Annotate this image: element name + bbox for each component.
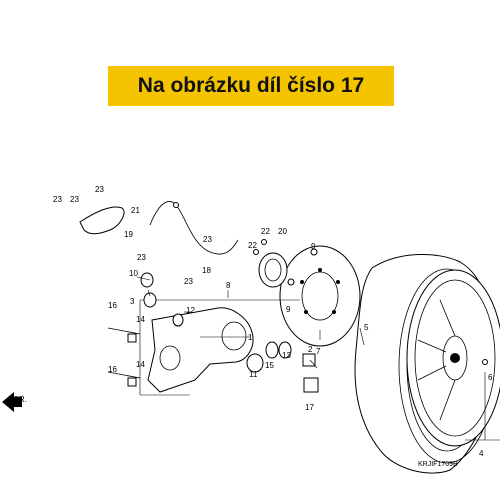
- bearing-3: [143, 292, 157, 308]
- label-22a: 22: [261, 227, 270, 236]
- pulser-ring: [258, 252, 288, 288]
- cable-clamp: [79, 206, 125, 235]
- label-23b: 23: [53, 195, 62, 204]
- label-18: 18: [202, 266, 211, 275]
- label-14a: 14: [136, 315, 145, 324]
- label-19: 19: [124, 230, 133, 239]
- label-20: 20: [278, 227, 287, 236]
- collar-2: [302, 353, 316, 367]
- label-11: 11: [249, 370, 258, 379]
- banner-text: Na obrázku díl číslo 17: [137, 74, 365, 97]
- collar-13: [278, 341, 292, 359]
- label-9b: 9: [311, 242, 316, 251]
- swing-arm: [139, 299, 300, 396]
- bolt-9a: [287, 278, 295, 286]
- label-21: 21: [131, 206, 140, 215]
- label-14b: 14: [136, 360, 145, 369]
- label-9a: 9: [286, 305, 291, 314]
- speed-sensor-cable: [149, 201, 239, 255]
- bolt-12: [172, 313, 184, 327]
- label-1: 1: [248, 333, 253, 342]
- front-direction-arrow: FR.: [2, 392, 27, 412]
- label-7: 7: [316, 347, 321, 356]
- label-8: 8: [226, 281, 231, 290]
- label-16a: 16: [108, 301, 117, 310]
- label-23d: 23: [203, 235, 212, 244]
- label-23e: 23: [137, 253, 146, 262]
- bolt-9b: [310, 248, 318, 256]
- label-2: 2: [308, 345, 313, 354]
- bearing-11: [246, 353, 264, 373]
- label-23a: 23: [95, 185, 104, 194]
- label-3: 3: [130, 297, 135, 306]
- label-16b: 16: [108, 365, 117, 374]
- leader-lines: [136, 276, 500, 441]
- brake-disc: [279, 245, 361, 347]
- nut-6: [482, 359, 488, 365]
- label-10: 10: [129, 269, 138, 278]
- nut-14a: [127, 333, 137, 343]
- small-parts: [107, 239, 488, 393]
- label-23c: 23: [70, 195, 79, 204]
- label-23f: 23: [184, 277, 193, 286]
- rear-wheel-rim: [406, 269, 500, 447]
- label-4: 4: [479, 449, 484, 458]
- bolt-22b: [261, 239, 267, 245]
- label-17: 17: [305, 403, 314, 412]
- nut-14b: [127, 377, 137, 387]
- label-22b: 22: [248, 241, 257, 250]
- label-13: 13: [282, 351, 291, 360]
- diagram-code: KRJIF1709B: [418, 461, 458, 468]
- front-marker-text: FR.: [14, 395, 27, 404]
- label-15: 15: [265, 361, 274, 370]
- label-12: 12: [186, 306, 195, 315]
- part-labels: 1 2 3 4 5 6 7 8 9 9 10 11 12 13 14 14 15…: [53, 185, 493, 458]
- collar-10: [140, 272, 154, 288]
- label-5: 5: [364, 323, 369, 332]
- collar-17: [303, 377, 319, 393]
- bolt-22a: [253, 249, 259, 255]
- label-6: 6: [488, 373, 493, 382]
- collar-15: [265, 341, 279, 359]
- part-number-banner: Na obrázku díl číslo 17: [108, 66, 394, 106]
